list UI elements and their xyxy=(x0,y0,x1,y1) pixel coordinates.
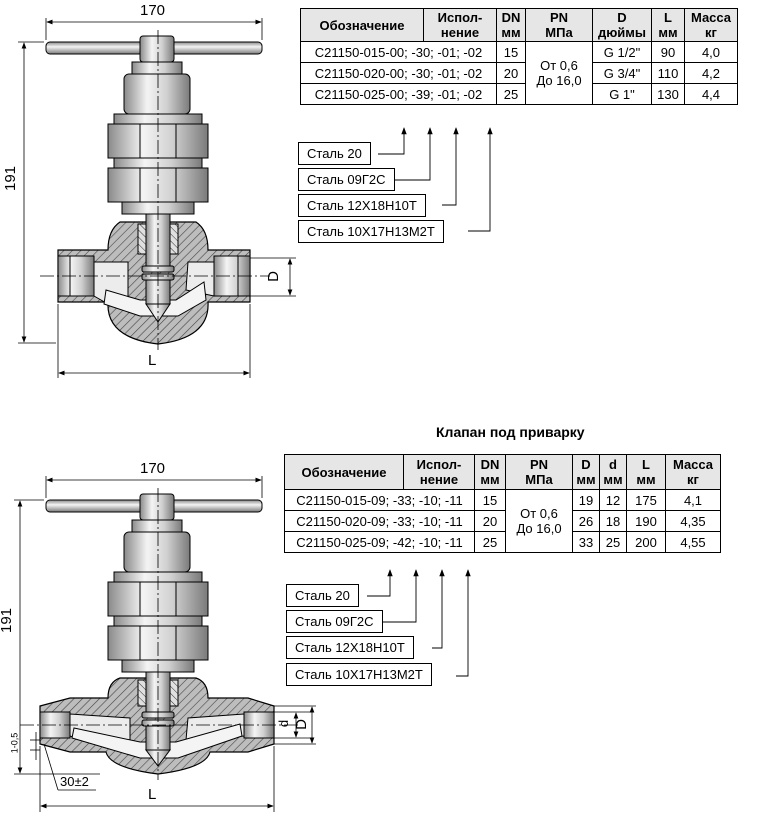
bottom-row-D: 33 xyxy=(572,531,600,553)
bottom-table-header-row: Обозначение Испол- нение DN мм PN МПа D … xyxy=(284,454,721,490)
bottom-dim-d-label: d xyxy=(276,719,292,728)
bottom-row-l: 200 xyxy=(626,531,666,553)
top-row-d: G 1" xyxy=(592,83,652,105)
top-valve-drawing xyxy=(18,18,296,378)
top-header-d: D дюймы xyxy=(592,8,652,42)
top-row-d: G 1/2" xyxy=(592,41,652,63)
table-row: С21150-015-09; -33; -10; -11 15 От 0,6 Д… xyxy=(284,489,721,553)
bottom-header-pn: PN МПа xyxy=(505,454,573,490)
table-row: С21150-020-00; -30; -01; -02 20 G 3/4" 1… xyxy=(300,62,738,84)
bottom-row-D: 26 xyxy=(572,510,600,532)
bottom-section-title: Клапан под приварку xyxy=(436,424,585,440)
top-dim-L-label: L xyxy=(148,352,157,369)
top-material-steel-09g2s: Сталь 09Г2С xyxy=(298,168,395,191)
top-row-mass: 4,2 xyxy=(684,62,738,84)
bottom-row-mass: 4,35 xyxy=(665,510,721,532)
bottom-valve-drawing xyxy=(14,476,316,812)
top-dim-width-label: 170 xyxy=(140,2,166,19)
top-row-mass: 4,4 xyxy=(684,83,738,105)
bottom-material-steel-20: Сталь 20 xyxy=(286,584,359,607)
bottom-row-mass: 4,55 xyxy=(665,531,721,553)
bottom-row-mass: 4,1 xyxy=(665,489,721,511)
top-header-version: Испол- нение xyxy=(423,8,497,42)
top-header-dn: DN мм xyxy=(496,8,526,42)
bottom-dim-height-label: 191 xyxy=(0,607,16,634)
top-row-l: 130 xyxy=(651,83,685,105)
bottom-row-d: 25 xyxy=(599,531,627,553)
bottom-header-mass: Масса кг xyxy=(665,454,721,490)
top-row-d: G 3/4" xyxy=(592,62,652,84)
bottom-header-d: d мм xyxy=(599,454,627,490)
bottom-header-code: Обозначение xyxy=(284,454,404,490)
bottom-material-steel-10x17h13m2t: Сталь 10Х17Н13М2Т xyxy=(286,663,432,686)
bottom-row-code: С21150-025-09; -42; -10; -11 xyxy=(284,531,475,553)
bottom-row-dn: 25 xyxy=(474,531,506,553)
bottom-row-dn: 15 xyxy=(474,489,506,511)
top-row-code: С21150-025-00; -39; -01; -02 xyxy=(300,83,497,105)
bottom-header-version: Испол- нение xyxy=(403,454,475,490)
bottom-row-code: С21150-020-09; -33; -10; -11 xyxy=(284,510,475,532)
table-row: С21150-015-00; -30; -01; -02 15 От 0,6 Д… xyxy=(300,41,738,105)
bottom-row-d: 12 xyxy=(599,489,627,511)
top-row-l: 90 xyxy=(651,41,685,63)
bottom-header-D: D мм xyxy=(572,454,600,490)
top-row-dn: 25 xyxy=(496,83,526,105)
top-header-code: Обозначение xyxy=(300,8,424,42)
bottom-pn-cell: От 0,6 До 16,0 xyxy=(505,489,573,553)
top-row-mass: 4,0 xyxy=(684,41,738,63)
bottom-row-d: 18 xyxy=(599,510,627,532)
top-row-code: С21150-020-00; -30; -01; -02 xyxy=(300,62,497,84)
top-row-code: С21150-015-00; -30; -01; -02 xyxy=(300,41,497,63)
table-row: С21150-020-09; -33; -10; -11 20 26 18 19… xyxy=(284,510,721,532)
bottom-material-steel-12x18h10t: Сталь 12Х18Н10Т xyxy=(286,636,414,659)
bottom-dim-L-label: L xyxy=(148,786,157,803)
top-material-steel-10x17h13m2t: Сталь 10Х17Н13М2Т xyxy=(298,220,444,243)
top-material-steel-12x18h10t: Сталь 12Х18Н10Т xyxy=(298,194,426,217)
table-row: С21150-025-00; -39; -01; -02 25 G 1" 130… xyxy=(300,83,738,105)
bottom-dim-D-label: D xyxy=(292,719,310,730)
bottom-material-steel-09g2s: Сталь 09Г2С xyxy=(286,610,383,633)
top-table-header-row: Обозначение Испол- нение DN мм PN МПа D … xyxy=(300,8,738,42)
top-dim-D-label: D xyxy=(264,271,282,282)
bottom-spec-table: Обозначение Испол- нение DN мм PN МПа D … xyxy=(284,454,721,553)
bottom-dim-chamfer-label: 30±2 xyxy=(60,774,89,789)
top-dim-height-label: 191 xyxy=(2,165,20,192)
top-row-l: 110 xyxy=(651,62,685,84)
top-material-leaders xyxy=(378,127,493,232)
bottom-header-dn: DN мм xyxy=(474,454,506,490)
top-header-l: L мм xyxy=(651,8,685,42)
bottom-row-D: 19 xyxy=(572,489,600,511)
bottom-row-dn: 20 xyxy=(474,510,506,532)
table-row: С21150-025-09; -42; -10; -11 25 33 25 20… xyxy=(284,531,721,553)
top-header-mass: Масса кг xyxy=(684,8,738,42)
top-pn-cell: От 0,6 До 16,0 xyxy=(525,41,593,105)
top-header-pn: PN МПа xyxy=(525,8,593,42)
top-spec-table: Обозначение Испол- нение DN мм PN МПа D … xyxy=(300,8,738,105)
bottom-material-leaders xyxy=(367,569,471,677)
bottom-row-l: 190 xyxy=(626,510,666,532)
bottom-dim-gap-label: 1-0,5 xyxy=(9,732,20,754)
bottom-row-l: 175 xyxy=(626,489,666,511)
top-row-dn: 20 xyxy=(496,62,526,84)
top-material-steel-20: Сталь 20 xyxy=(298,142,371,165)
bottom-row-code: С21150-015-09; -33; -10; -11 xyxy=(284,489,475,511)
bottom-dim-width-label: 170 xyxy=(140,460,166,477)
bottom-header-l: L мм xyxy=(626,454,666,490)
top-row-dn: 15 xyxy=(496,41,526,63)
